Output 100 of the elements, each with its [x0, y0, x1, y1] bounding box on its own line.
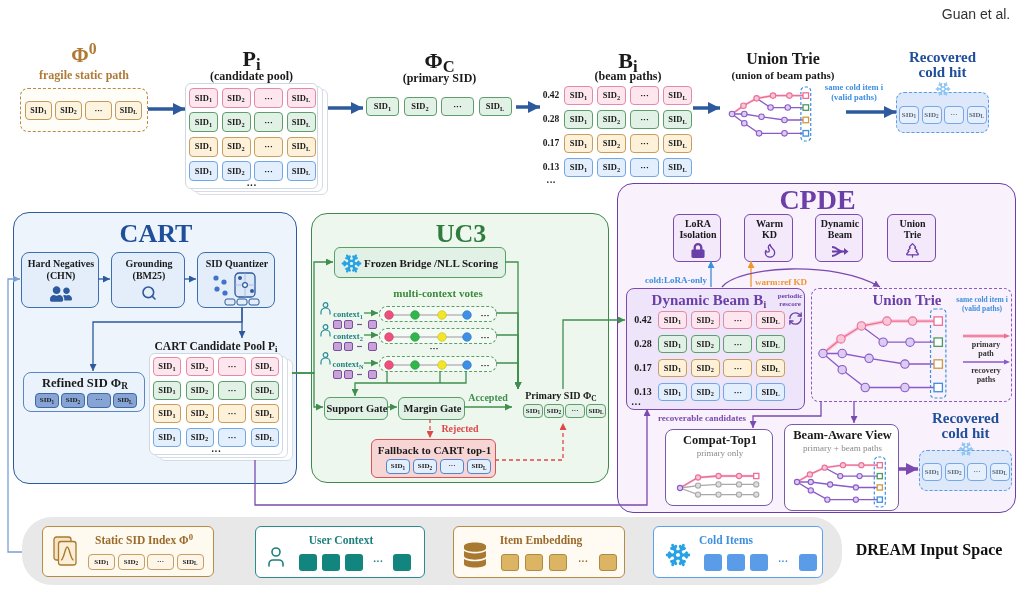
- sid-chip: SID$_{1}$: [658, 359, 687, 377]
- sid-chip: SID$_{2}$: [690, 359, 720, 377]
- sid-chip: SID$_{1}$: [153, 357, 181, 376]
- arrow: [516, 101, 540, 113]
- sid-chip: ···: [723, 383, 753, 401]
- arrow: [749, 400, 822, 429]
- gate-box: [398, 397, 465, 420]
- panel-title: CART: [119, 220, 193, 248]
- fallback-box: [371, 439, 496, 478]
- sid-chip: ···: [254, 160, 283, 181]
- module-panel: [617, 183, 1016, 513]
- context-label: context$_{1}$: [331, 308, 365, 320]
- sid-chip: ···: [85, 101, 112, 120]
- group-heading: CART Candidate Pool P$_{i}$: [154, 339, 278, 353]
- arrow: [97, 275, 111, 283]
- sid-chip: SID$_{2}$: [185, 404, 214, 423]
- ellipsis-text: ···: [631, 400, 641, 409]
- edge-label: Rejected: [440, 423, 480, 435]
- process-box: [197, 252, 275, 308]
- sid-chip: SID$_{2}$: [690, 311, 720, 329]
- sid-chip: SID$_{1}$: [658, 383, 687, 401]
- group-heading: B$_{i}$: [618, 50, 638, 72]
- group-subheading: (candidate pool): [210, 70, 293, 83]
- sid-chip: SID$_{1}$: [25, 101, 52, 120]
- arrow: [148, 103, 185, 115]
- sid-chip: SID$_{1}$: [564, 86, 593, 105]
- sid-chip: SID$_{1}$: [153, 404, 181, 423]
- feature-box: [815, 214, 863, 262]
- arrow: [89, 306, 243, 372]
- arrow: [183, 275, 197, 283]
- sid-chip: ···: [218, 404, 246, 423]
- group-heading: Φ$^{0}$: [71, 44, 97, 66]
- sid-chip: ···: [723, 311, 753, 329]
- sid-chip: ···: [441, 97, 474, 116]
- box-label: Dynamic Beam: [819, 218, 861, 240]
- group-heading: P$_{i}$: [242, 48, 261, 70]
- sid-chip: SID$_{1}$: [189, 136, 218, 157]
- sid-chip: ···: [630, 158, 659, 177]
- sid-chip: SID$_{L}$: [250, 404, 279, 423]
- sid-chip: SID$_{2}$: [690, 335, 720, 353]
- box-title: User Context: [308, 533, 374, 547]
- arrow: [363, 309, 379, 317]
- arrow: [291, 372, 324, 411]
- arrow: [363, 331, 379, 339]
- ellipsis-text: ···: [246, 181, 257, 191]
- box-label: Warm KD: [754, 218, 785, 240]
- dashed-arrow: [426, 418, 434, 439]
- arrow: [386, 403, 398, 411]
- box-label: Fallback to CART top-1: [377, 443, 492, 457]
- arrow: [850, 400, 858, 424]
- arrow: [328, 102, 363, 114]
- sid-chip: SID$_{2}$: [185, 357, 214, 376]
- box-label: LoRA Isolation: [678, 218, 718, 240]
- group-subheading: (union of beam paths): [731, 69, 835, 82]
- box-label: SID Quantizer: [205, 258, 269, 270]
- box-label: Frozen Bridge /NLL Scoring: [364, 256, 498, 271]
- ellipsis-text: ···: [429, 343, 439, 353]
- panel-title: UC3: [435, 220, 487, 248]
- module-panel: [13, 212, 297, 484]
- ellipsis-text: ···: [211, 447, 221, 457]
- arrow: [463, 403, 513, 411]
- arrow: [7, 275, 23, 553]
- box-label: Grounding (BM25): [124, 258, 174, 282]
- arrow: [254, 408, 651, 506]
- sid-chip: SID$_{2}$: [597, 158, 626, 177]
- sid-chip: SID$_{L}$: [756, 335, 786, 353]
- group-heading: Φ$_{C}$: [424, 50, 455, 72]
- beam-card: [626, 288, 805, 410]
- edge-label: warm:ref KD: [753, 277, 809, 288]
- note-text: primary + beam paths: [803, 443, 882, 454]
- note-text: primary only: [696, 448, 744, 459]
- box-label: Refined SID Φ$_{R}$: [42, 375, 128, 391]
- ellipsis-text: ···: [578, 555, 588, 569]
- sid-chip: ···: [630, 86, 659, 105]
- sid-chip: SID$_{L}$: [756, 359, 786, 377]
- score-label: 0.42: [542, 89, 560, 102]
- sid-chip: SID$_{1}$: [366, 97, 399, 116]
- sid-chip: ···: [630, 134, 659, 153]
- ellipsis-text: ···: [546, 177, 556, 190]
- arrow: [846, 106, 896, 118]
- view-card: [784, 424, 899, 511]
- edge-label: recoverable candidates: [656, 413, 748, 424]
- gate-box: [324, 397, 388, 420]
- band-title: DREAM Input Space: [855, 540, 1003, 560]
- sid-chip: SID$_{2}$: [597, 110, 626, 129]
- box-title: Union Trie: [872, 291, 942, 309]
- ellipsis-text: ···: [480, 359, 490, 372]
- arrow: [898, 463, 918, 475]
- sid-chip: ···: [254, 112, 283, 133]
- running-header: Guan et al.: [941, 5, 1011, 23]
- group-heading: Primary SID Φ$_{C}$: [525, 390, 597, 402]
- arrow: [495, 362, 522, 390]
- score-label: 0.13: [634, 385, 652, 399]
- sid-chip: ···: [254, 88, 283, 108]
- arrow: [693, 102, 720, 114]
- box-label: Margin Gate: [403, 402, 462, 416]
- feature-box: [744, 214, 793, 262]
- sid-chip: SID$_{1}$: [189, 88, 218, 108]
- vote-row: [379, 328, 497, 344]
- side-note: same cold item i (valid paths): [823, 82, 885, 102]
